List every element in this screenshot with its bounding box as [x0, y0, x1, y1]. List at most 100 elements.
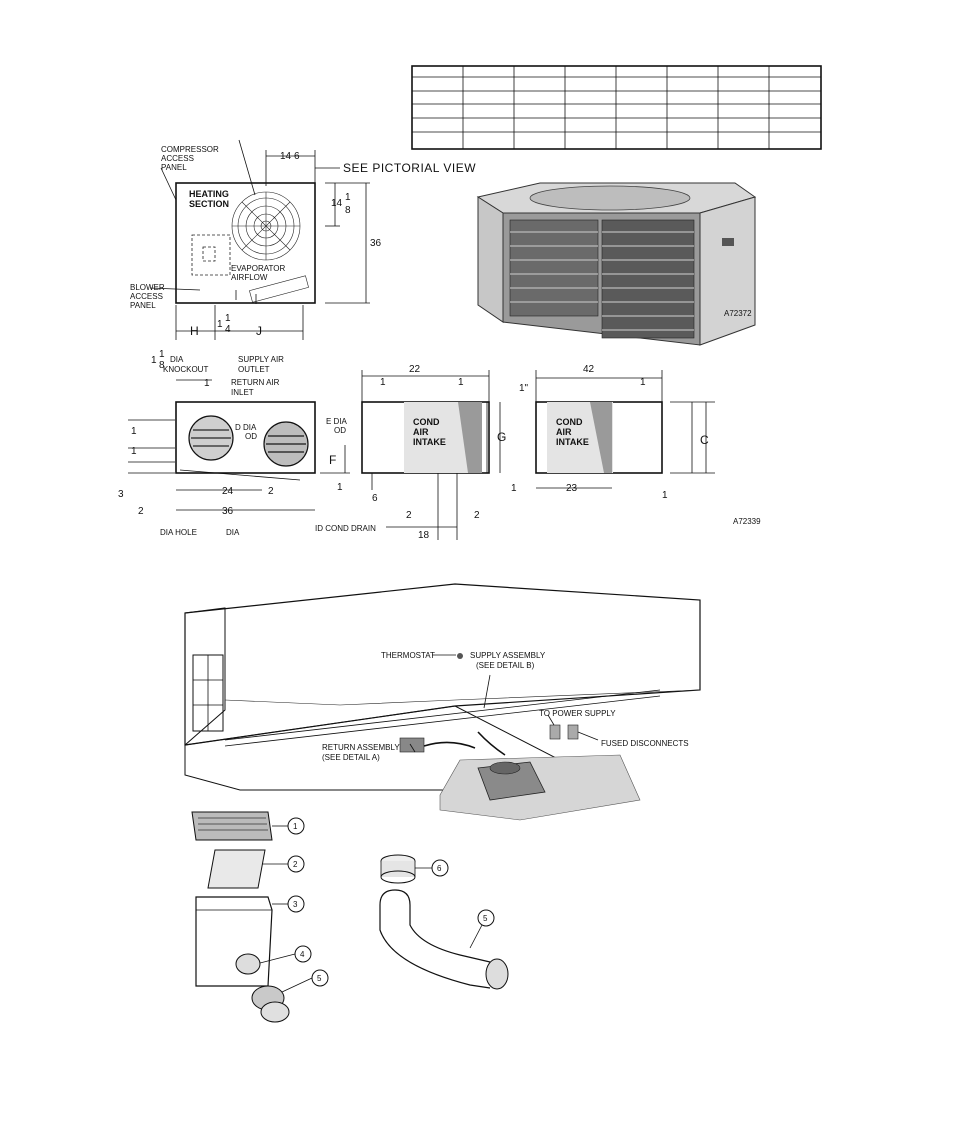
dim-42-1-4: 42: [583, 364, 595, 375]
label-return-detail-a: (SEE DETAIL A): [322, 753, 380, 762]
side2-intake: INTAKE: [556, 437, 589, 447]
label-G: G: [497, 430, 506, 444]
dim-24-5-8: 24: [222, 486, 234, 497]
dim-18-5-16: 18: [418, 530, 430, 541]
installation-drawing: [184, 583, 701, 821]
dim-2: 2: [268, 486, 274, 497]
side1-intake: INTAKE: [413, 437, 446, 447]
dim-1-in: 1": [519, 383, 529, 394]
knockout-num: 1: [159, 349, 165, 360]
dim-1-4-front: 1: [204, 378, 210, 389]
dim-1-1-4-side2: 1: [662, 490, 668, 501]
label-d-od: OD: [245, 432, 257, 441]
label-evaporator-2: AIRFLOW: [231, 273, 268, 282]
label-see-pictorial-view: SEE PICTORIAL VIEW: [343, 161, 476, 175]
label-supply-outlet-2: OUTLET: [238, 365, 270, 374]
label-compressor-2: ACCESS: [161, 154, 194, 163]
label-e-od: OD: [334, 426, 346, 435]
dim-22-3-4: 22: [409, 364, 421, 375]
dim-1-1-4-num: 1: [225, 313, 231, 324]
label-blower-3: PANEL: [130, 301, 156, 310]
label-d-dia: D DIA: [235, 423, 257, 432]
side-view-1-drawing: [361, 370, 501, 540]
side1-cond: COND: [413, 417, 440, 427]
front-view-drawing: [128, 379, 350, 511]
label-thermostat: THERMOSTAT: [381, 651, 435, 660]
dim-2-9-16: 2: [138, 506, 144, 517]
knockout-den: 8: [159, 360, 165, 371]
dim-6: 6: [372, 493, 378, 504]
side-view-2-labels: COND AIR INTAKE 42 1 1" C 23 1 1 A72339: [511, 364, 761, 526]
label-fused-disconnects: FUSED DISCONNECTS: [601, 739, 689, 748]
detail-a-callouts: 1 2 3 4 5: [293, 822, 322, 983]
dim-36-5-8: 36: [222, 506, 234, 517]
detail-a-drawing: [191, 811, 329, 1023]
callout-3: 3: [293, 900, 298, 909]
label-compressor-3: PANEL: [161, 163, 187, 172]
label-supply-detail-b: (SEE DETAIL B): [476, 661, 535, 670]
dim-1-1-2-side1: 1: [458, 377, 464, 388]
dim-14-6: 14: [280, 151, 292, 162]
callout-4: 4: [300, 950, 305, 959]
dim-2-1-2-a: 2: [406, 510, 412, 521]
label-dia-1-3-4: DIA: [226, 528, 240, 537]
front-view-labels: 1 1 8 DIA KNOCKOUT SUPPLY AIR OUTLET RET…: [118, 349, 376, 537]
label-dia-hole: DIA HOLE: [160, 528, 197, 537]
dim-14-6-den: 6: [294, 151, 300, 162]
label-return-inlet-1: RETURN AIR: [231, 378, 280, 387]
side1-air: AIR: [413, 427, 429, 437]
label-return-assembly: RETURN ASSEMBLY: [322, 743, 400, 752]
label-blower-1: BLOWER: [130, 283, 165, 292]
dim-3-4: 3: [118, 489, 124, 500]
callout-2: 2: [293, 860, 298, 869]
dim-14-1-8: 14: [331, 198, 343, 209]
dim-36: 36: [370, 238, 382, 249]
label-H: H: [190, 324, 199, 338]
callout-6: 6: [437, 864, 442, 873]
label-blower-2: ACCESS: [130, 292, 163, 301]
label-compressor-1: COMPRESSOR: [161, 145, 219, 154]
knockout-whole: 1: [151, 355, 157, 366]
label-F: F: [329, 453, 336, 467]
label-J: J: [256, 324, 262, 338]
dim-1-1-2-side2: 1: [511, 483, 517, 494]
callout-5b: 5: [483, 914, 488, 923]
callout-1: 1: [293, 822, 298, 831]
dim-1-1-4-den: 4: [225, 324, 231, 335]
label-C: C: [700, 433, 709, 447]
label-evaporator-1: EVAPORATOR: [231, 264, 285, 273]
label-cond-drain: ID COND DRAIN: [315, 524, 376, 533]
label-e-dia: E DIA: [326, 417, 348, 426]
pictorial-code: A72372: [724, 309, 752, 318]
dim-1-1-8: 1: [380, 377, 386, 388]
detail-b-callouts: 6 5: [437, 864, 488, 923]
dim-14-1-8-den: 8: [345, 205, 351, 216]
side-view-1-labels: COND AIR INTAKE 22 1 1 G 6 2 2 18 1: [337, 364, 506, 541]
label-to-power-supply: TO POWER SUPPLY: [539, 709, 616, 718]
installation-labels: THERMOSTAT SUPPLY ASSEMBLY (SEE DETAIL B…: [322, 651, 689, 762]
top-view-drawing: [149, 139, 370, 340]
pictorial-unit: [476, 182, 757, 346]
dim-1-4-side2: 1: [640, 377, 646, 388]
label-supply-assembly: SUPPLY ASSEMBLY: [470, 651, 546, 660]
label-return-inlet-2: INLET: [231, 388, 254, 397]
detail-b-drawing: [379, 854, 509, 990]
label-knockout-1: DIA: [170, 355, 184, 364]
dim-14-1-8-num: 1: [345, 192, 351, 203]
dim-1-11-16: 1: [131, 446, 137, 457]
side2-cond: COND: [556, 417, 583, 427]
side2-air: AIR: [556, 427, 572, 437]
label-knockout-2: KNOCKOUT: [163, 365, 208, 374]
dim-23-1-16: 23: [566, 483, 578, 494]
spec-table: [411, 65, 822, 150]
dim-1-1-4: 1: [217, 319, 223, 330]
top-view-labels: COMPRESSOR ACCESS PANEL HEATING SECTION …: [130, 145, 476, 338]
label-supply-outlet-1: SUPPLY AIR: [238, 355, 284, 364]
label-heating-2: SECTION: [189, 199, 229, 209]
side-view-2-drawing: [535, 370, 715, 489]
dim-2-1-2-b: 2: [474, 510, 480, 521]
label-heating-1: HEATING: [189, 189, 229, 199]
dim-1-4-side1: 1: [337, 482, 343, 493]
callout-5a: 5: [317, 974, 322, 983]
